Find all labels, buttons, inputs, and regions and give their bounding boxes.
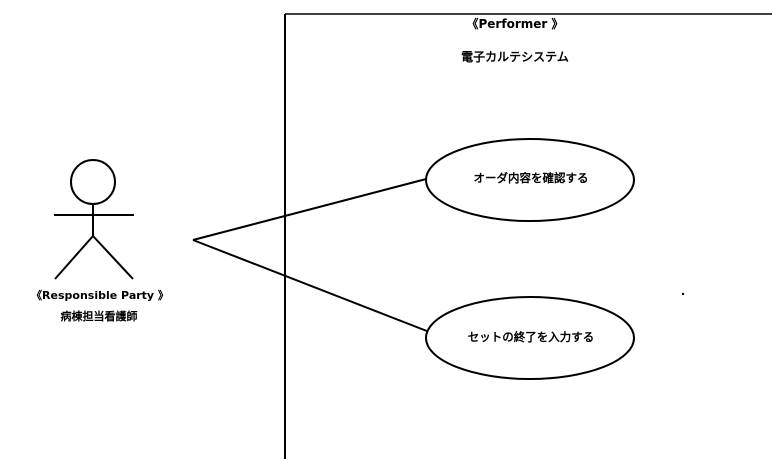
actor-name: 病棟担当看護師 [60,310,138,323]
use-case-ellipse-2[interactable] [425,296,635,380]
actor-right-leg [92,235,134,280]
actor-left-leg [54,235,94,280]
association-uc2 [192,239,433,334]
use-case-label-2: セットの終了を入力する [467,330,595,344]
actor-head [70,159,116,205]
actor-figure [54,159,134,280]
use-case-label-1: オーダ内容を確認する [473,171,589,185]
actor-stereotype: 《Responsible Party 》 [31,289,169,302]
association-uc1 [192,177,431,241]
system-name: 電子カルテシステム [461,50,569,64]
use-case-ellipse-1[interactable] [425,138,635,222]
system-stereotype: 《Performer 》 [466,17,564,31]
stray-dot [681,292,685,296]
